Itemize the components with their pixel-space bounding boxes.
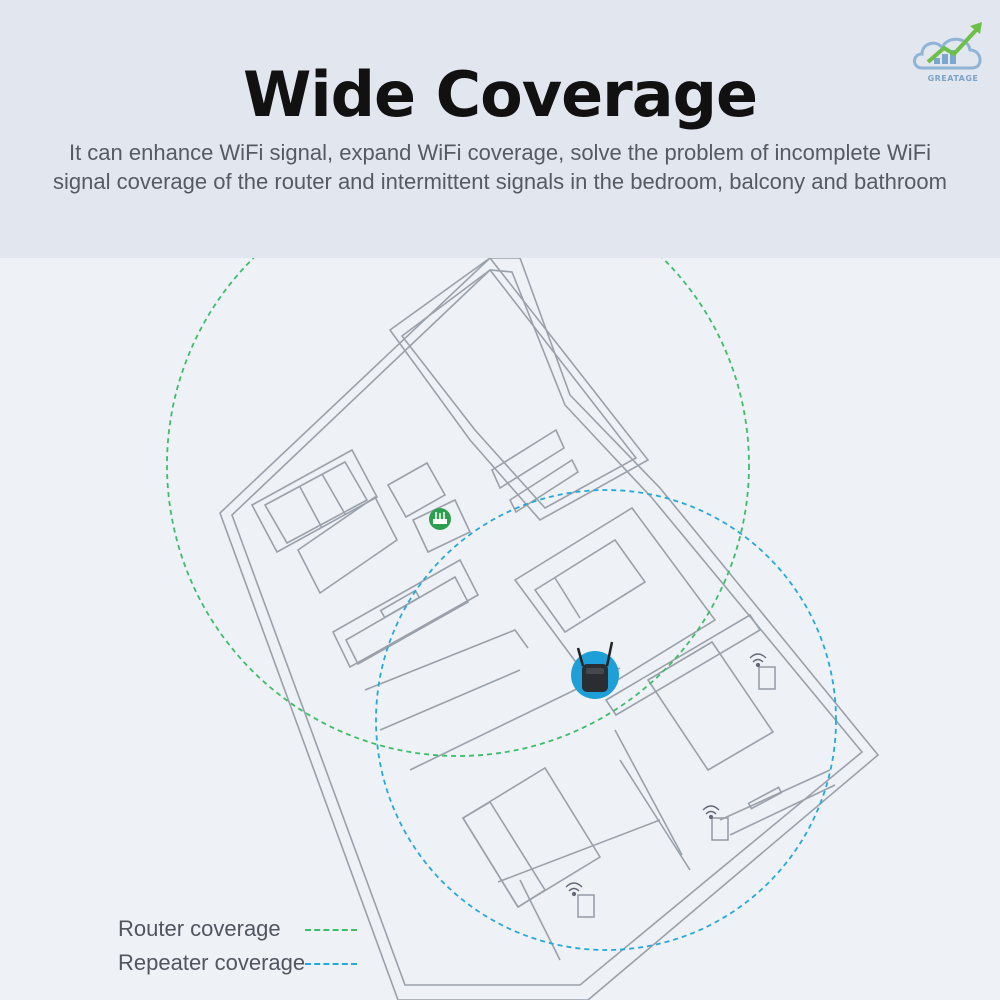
wifi-icon: [702, 805, 720, 820]
logo-text: GREATAGE: [927, 74, 979, 83]
floor-plan: [166, 258, 880, 1000]
wifi-icon: [565, 882, 583, 897]
page-subtitle: It can enhance WiFi signal, expand WiFi …: [53, 140, 947, 194]
floor-plan-walls: [219, 258, 880, 1000]
page-title: Wide Coverage: [242, 58, 758, 131]
repeater-icon: [571, 641, 619, 699]
legend-repeater-line: [305, 963, 357, 965]
legend-repeater-label: Repeater coverage: [118, 950, 306, 975]
router-icon: [429, 508, 451, 530]
header-banner: Wide Coverage It can enhance WiFi signal…: [0, 0, 1000, 258]
repeater-coverage-circle: [375, 489, 837, 951]
wifi-icon: [749, 653, 767, 668]
legend-router-line: [305, 929, 357, 931]
router-coverage-circle: [166, 258, 750, 757]
cloud-growth-logo-icon: [913, 22, 982, 70]
legend-router-label: Router coverage: [118, 916, 281, 941]
